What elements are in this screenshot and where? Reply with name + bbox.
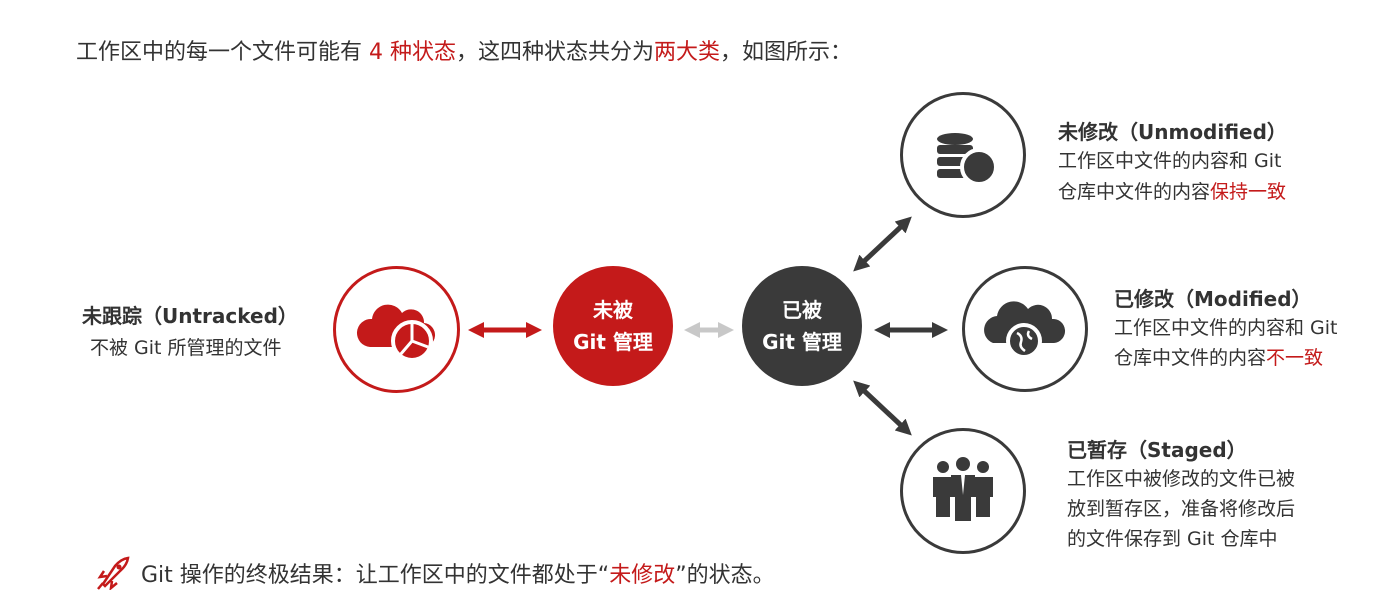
modified-circle — [962, 266, 1088, 392]
modified-desc1: 工作区中文件的内容和 Git — [1114, 317, 1338, 339]
staged-desc1: 工作区中被修改的文件已被 — [1067, 468, 1296, 490]
unmodified-desc1: 工作区中文件的内容和 Git — [1058, 150, 1282, 172]
managed-circle: 已被 Git 管理 — [742, 266, 862, 386]
footer-text: Git 操作的终极结果：让工作区中的文件都处于“未修改”的状态。 — [95, 556, 775, 590]
footer-part1: Git 操作的终极结果：让工作区中的文件都处于“ — [141, 563, 610, 588]
intro-part1: 工作区中的每一个文件可能有 — [76, 40, 369, 65]
unmodified-desc2: 仓库中文件的内容保持一致 — [1058, 177, 1286, 208]
modified-desc2-prefix: 仓库中文件的内容 — [1114, 347, 1267, 369]
modified-desc2: 仓库中文件的内容不一致 — [1114, 343, 1323, 374]
untracked-title: 未跟踪（Untracked） — [82, 304, 298, 328]
modified-title: 已修改（Modified） — [1114, 287, 1312, 311]
modified-desc2-highlight: 不一致 — [1266, 347, 1324, 369]
intro-highlight-two-categories: 两大类 — [654, 40, 721, 65]
cloud-globe-icon — [984, 301, 1066, 359]
unmodified-desc2-highlight: 保持一致 — [1210, 181, 1287, 203]
staged-title: 已暂存（Staged） — [1067, 438, 1247, 462]
untracked-circle — [333, 266, 460, 393]
not-managed-line2: Git 管理 — [573, 330, 653, 354]
intro-part3: ，如图所示： — [720, 40, 853, 65]
staged-desc3: 的文件保存到 Git 仓库中 — [1067, 528, 1278, 550]
untracked-desc: 不被 Git 所管理的文件 — [90, 337, 282, 359]
staged-circle — [900, 428, 1026, 554]
cloud-chart-icon — [356, 304, 436, 362]
not-managed-circle: 未被 Git 管理 — [553, 266, 673, 386]
people-icon — [933, 457, 993, 521]
managed-line2: Git 管理 — [762, 330, 842, 354]
unmodified-circle — [900, 92, 1026, 218]
footer-highlight: 未修改 — [609, 563, 676, 588]
managed-line1: 已被 — [782, 298, 822, 322]
rocket-icon — [97, 556, 130, 590]
unmodified-desc2-prefix: 仓库中文件的内容 — [1058, 181, 1211, 203]
intro-text: 工作区中的每一个文件可能有 4 种状态，这四种状态共分为两大类，如图所示： — [76, 34, 852, 66]
intro-part2: ，这四种状态共分为 — [456, 40, 655, 65]
arrow-managed-unmodified — [853, 216, 912, 272]
database-icon — [937, 133, 998, 186]
not-managed-line1: 未被 — [593, 298, 633, 322]
footer-part2: ”的状态。 — [675, 563, 775, 588]
unmodified-title: 未修改（Unmodified） — [1058, 120, 1287, 144]
staged-desc2: 放到暂存区，准备将修改后 — [1067, 498, 1296, 520]
arrow-managed-staged — [853, 380, 912, 436]
intro-highlight-four-states: 4 种状态 — [369, 40, 456, 65]
